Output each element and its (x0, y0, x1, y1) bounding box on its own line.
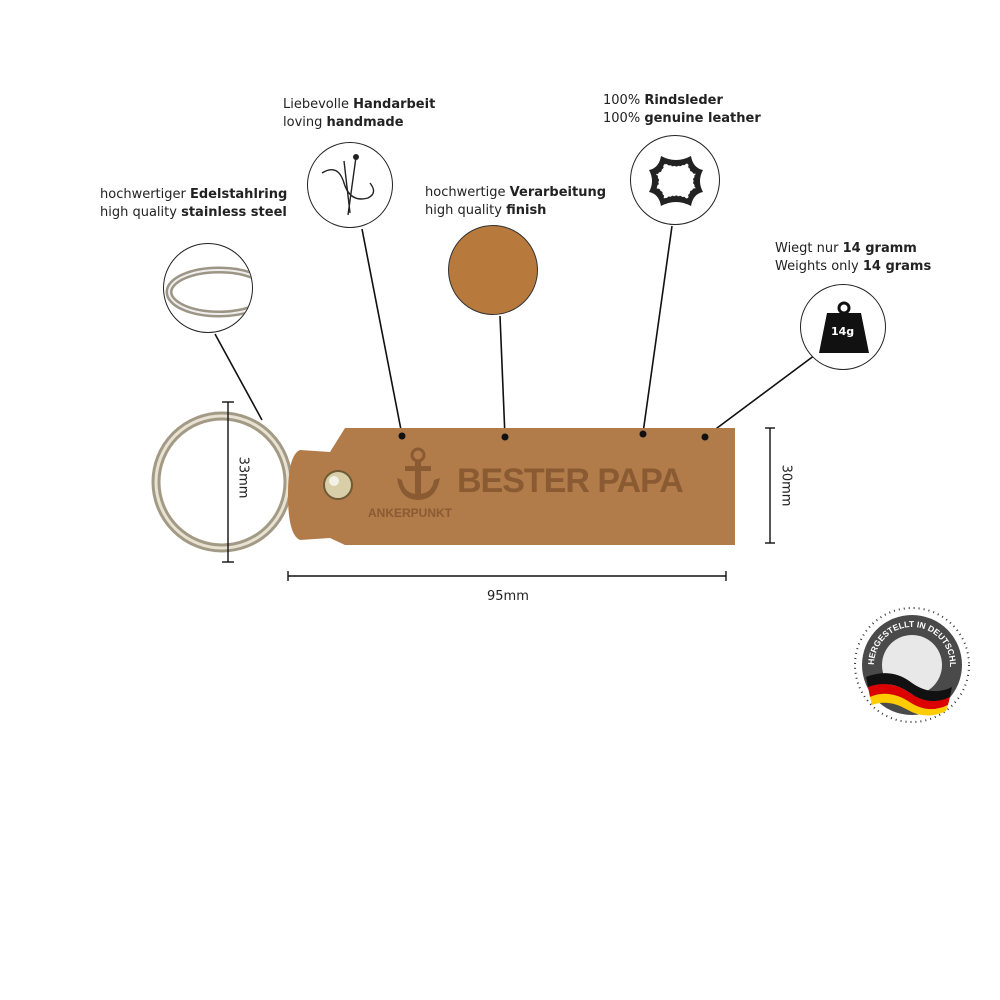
embossed-text: BESTER PAPA (457, 462, 684, 500)
leather-strap (288, 428, 735, 545)
handmade-connector (361, 228, 403, 436)
finish-callout: hochwertige Verarbeitung high quality fi… (425, 185, 607, 218)
leather-hide-icon (630, 135, 720, 225)
anchor-icon (397, 447, 440, 500)
rivet (323, 470, 353, 500)
handmade-callout: Liebevolle Handarbeit loving handmade (283, 97, 436, 130)
weight-callout: Wiegt nur 14 gramm Weights only 14 grams (775, 241, 932, 274)
ring-callout: hochwertiger Edelstahlring high quality … (100, 187, 288, 220)
leather-connector (642, 225, 673, 434)
ring-connector (214, 333, 263, 421)
leather-finish-swatch (448, 225, 538, 315)
ring-detail-image (163, 243, 253, 333)
length-label: 95mm (487, 589, 529, 604)
needle-thread-icon (307, 142, 393, 228)
brand-emboss: ANKERPUNKT (368, 506, 452, 520)
finish-connector (499, 315, 506, 438)
weight-connector (704, 354, 816, 438)
made-in-germany-badge: HERGESTELLT IN DEUTSCHLAND (852, 605, 970, 723)
ring-diameter-label: 33mm (235, 456, 251, 499)
leather-callout: 100% Rindsleder 100% genuine leather (603, 93, 761, 126)
weight-icon: 14g (800, 284, 886, 370)
weight-icon-label: 14g (831, 325, 855, 338)
height-label: 30mm (778, 464, 794, 507)
